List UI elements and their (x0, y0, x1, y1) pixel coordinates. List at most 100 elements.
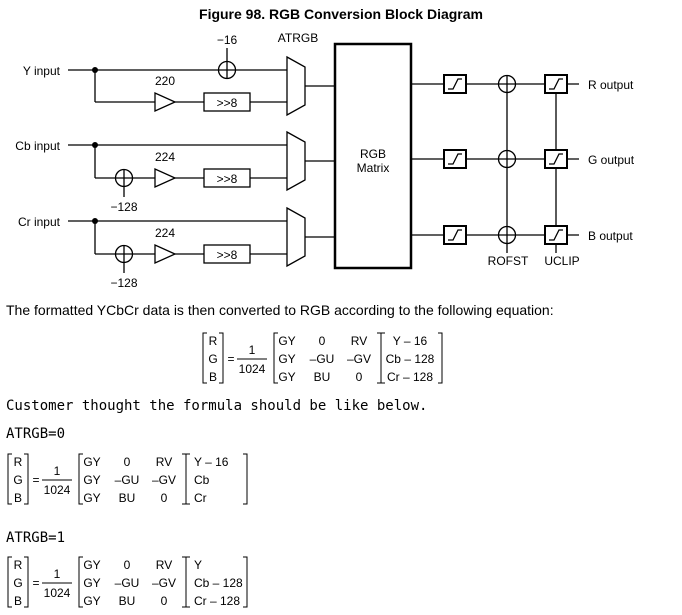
m12: 0 (124, 558, 131, 572)
b-clip-icon (544, 225, 568, 245)
frac-denominator: 1024 (44, 483, 71, 497)
equals-sign: = (32, 576, 39, 590)
m32: BU (119, 491, 136, 505)
frac-numerator: 1 (54, 567, 61, 581)
cb-gain-triangle-icon (154, 167, 177, 189)
m11: GY (278, 334, 295, 348)
m23: –GV (347, 352, 371, 366)
vec-cr: Cr (194, 491, 207, 505)
cr-shift-box (203, 244, 251, 264)
cb-offset-summer-icon (114, 168, 134, 188)
cb-shift-label: >>8 (217, 172, 238, 186)
m22: –GU (310, 352, 335, 366)
atrgb-label: ATRGB (278, 31, 318, 45)
cb-gain-label: 224 (155, 150, 175, 164)
g-clip-icon (544, 149, 568, 169)
vec-cb: Cb – 128 (194, 576, 243, 590)
cb-mux-icon (286, 130, 306, 192)
atrgb0-label: ATRGB=0 (6, 426, 66, 442)
rofst-label: ROFST (488, 254, 529, 268)
cr-input-label: Cr input (18, 215, 61, 229)
y-input-label: Y input (23, 64, 61, 78)
m32: BU (119, 594, 136, 608)
r-rofst-summer-icon (497, 74, 517, 94)
m22: –GU (115, 473, 140, 487)
cb-shift-box (203, 168, 251, 188)
cr-shift-label: >>8 (217, 248, 238, 262)
g-saturate-icon (443, 149, 467, 169)
m21: GY (278, 352, 295, 366)
y-offset-summer-icon (217, 60, 237, 80)
uclip-label: UCLIP (544, 254, 579, 268)
lhs-r: R (14, 558, 23, 572)
vec-cb: Cb (194, 473, 210, 487)
matrix-label-line2: Matrix (357, 161, 390, 175)
y-shift-label: >>8 (217, 96, 238, 110)
m13: RV (351, 334, 367, 348)
m13: RV (156, 558, 172, 572)
m31: GY (83, 491, 100, 505)
frac-numerator: 1 (54, 464, 61, 478)
y-offset-label: −16 (217, 33, 238, 47)
cb-input-label: Cb input (15, 139, 60, 153)
lhs-g: G (13, 576, 22, 590)
m23: –GV (152, 576, 176, 590)
cr-offset-label: −128 (110, 276, 137, 290)
m12: 0 (124, 455, 131, 469)
equals-sign: = (227, 352, 234, 366)
vec-cr: Cr – 128 (194, 594, 240, 608)
y-mux-icon (286, 55, 306, 117)
g-rofst-summer-icon (497, 149, 517, 169)
m21: GY (83, 576, 100, 590)
cb-offset-label: −128 (110, 200, 137, 214)
y-gain-triangle-icon (154, 91, 177, 113)
b-rofst-summer-icon (497, 225, 517, 245)
m23: –GV (152, 473, 176, 487)
m33: 0 (356, 370, 363, 384)
m11: GY (83, 558, 100, 572)
m33: 0 (161, 594, 168, 608)
frac-denominator: 1024 (239, 362, 266, 376)
atrgb1-label: ATRGB=1 (6, 530, 66, 546)
frac-numerator: 1 (249, 343, 256, 357)
equation-main: R G B = 1 1024 GY 0 RV GY –GU –GV GY BU … (202, 332, 443, 384)
g-output-label: G output (588, 153, 635, 167)
lhs-b: B (14, 594, 22, 608)
vec-y: Y (194, 558, 202, 572)
lhs-g: G (13, 473, 22, 487)
m22: –GU (115, 576, 140, 590)
equation-atrgb1: R G B = 1 1024 GY 0 RV GY –GU –GV GY BU … (7, 556, 248, 608)
cr-gain-label: 224 (155, 226, 175, 240)
figure-title: Figure 98. RGB Conversion Block Diagram (199, 6, 483, 22)
y-gain-label: 220 (155, 74, 175, 88)
lhs-b: B (209, 370, 217, 384)
r-clip-icon (544, 74, 568, 94)
m31: GY (278, 370, 295, 384)
r-output-label: R output (588, 78, 634, 92)
m32: BU (314, 370, 331, 384)
rgb-matrix-box (333, 42, 413, 270)
frac-denominator: 1024 (44, 586, 71, 600)
y-shift-box (203, 92, 251, 112)
vec-cr: Cr – 128 (387, 370, 433, 384)
vec-y: Y – 16 (393, 334, 428, 348)
cr-mux-icon (286, 206, 306, 268)
matrix-label-line1: RGB (360, 147, 386, 161)
lhs-b: B (14, 491, 22, 505)
lhs-r: R (14, 455, 23, 469)
r-saturate-icon (443, 74, 467, 94)
vec-cb: Cb – 128 (386, 352, 435, 366)
b-saturate-icon (443, 225, 467, 245)
customer-note: Customer thought the formula should be l… (6, 398, 428, 414)
b-output-label: B output (588, 229, 633, 243)
equation-atrgb0: R G B = 1 1024 GY 0 RV GY –GU –GV GY BU … (7, 453, 248, 505)
lhs-g: G (208, 352, 217, 366)
intro-paragraph: The formatted YCbCr data is then convert… (6, 302, 554, 318)
m13: RV (156, 455, 172, 469)
block-diagram: >>8 >>8 >>8 RGB Matrix Y input Cb input … (15, 31, 635, 290)
m12: 0 (319, 334, 326, 348)
equals-sign: = (32, 473, 39, 487)
vec-y: Y – 16 (194, 455, 229, 469)
cr-offset-summer-icon (114, 244, 134, 264)
cr-gain-triangle-icon (154, 243, 177, 265)
